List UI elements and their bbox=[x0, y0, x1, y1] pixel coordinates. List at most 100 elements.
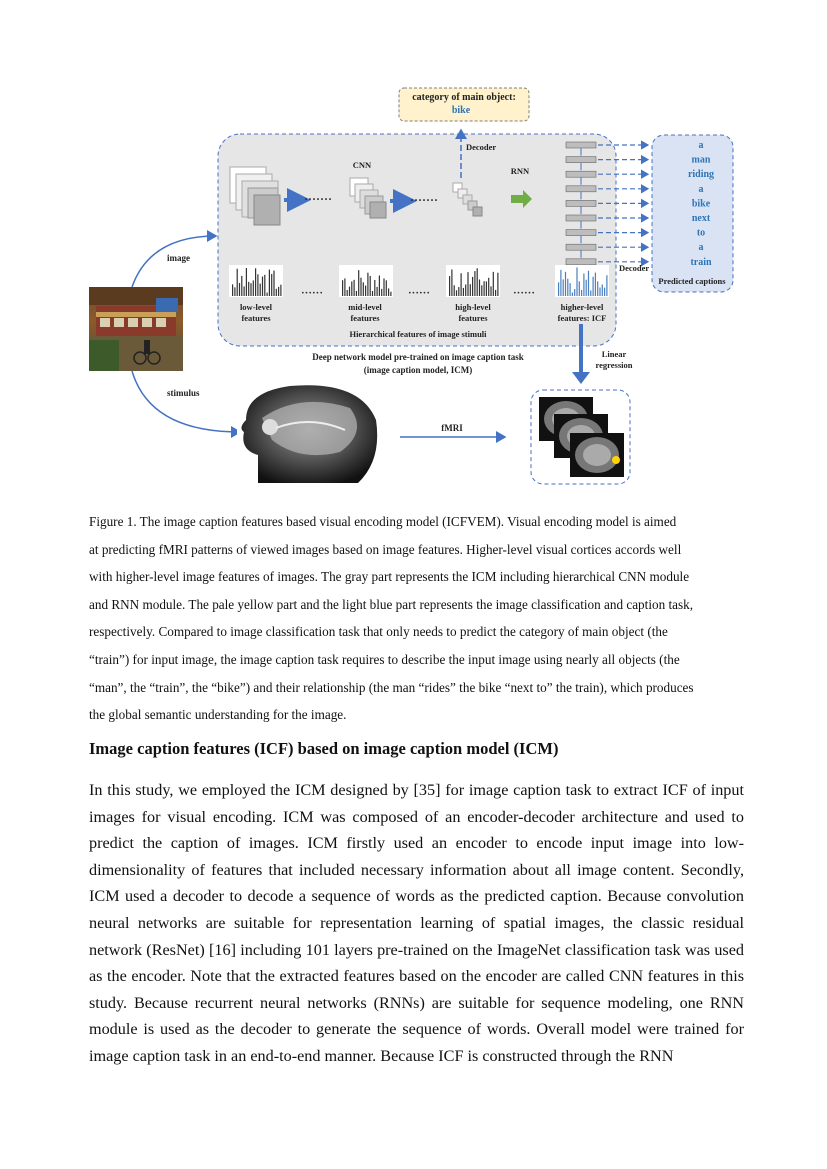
histogram-bar bbox=[594, 272, 596, 296]
histogram-bar bbox=[587, 270, 590, 296]
histogram-bar bbox=[252, 280, 254, 296]
histogram-bar bbox=[465, 284, 467, 296]
stimulus-label: stimulus bbox=[167, 388, 200, 398]
rnn-cell bbox=[565, 156, 597, 163]
histogram-bar bbox=[353, 279, 355, 296]
histogram-bar bbox=[378, 275, 380, 296]
histogram-bar bbox=[390, 291, 392, 296]
histogram-bar bbox=[385, 280, 387, 296]
histogram-bar bbox=[562, 279, 564, 296]
cnn-layer-large bbox=[229, 166, 281, 226]
histogram-bar bbox=[476, 268, 478, 296]
cnn-layer-mid bbox=[349, 177, 387, 219]
histogram-bar bbox=[483, 281, 485, 296]
histogram-bar bbox=[571, 292, 573, 296]
histogram-bar bbox=[376, 286, 378, 296]
caption-line: “train”) for input image, the image capt… bbox=[89, 651, 680, 667]
histogram-bar bbox=[369, 275, 371, 296]
caption-word: riding bbox=[688, 169, 714, 180]
histogram-bar bbox=[232, 284, 234, 296]
histogram-bar bbox=[365, 285, 367, 296]
histogram-bar bbox=[351, 281, 353, 296]
histogram-bar bbox=[371, 291, 374, 296]
caption-line: the global semantic understanding for th… bbox=[89, 707, 347, 723]
caption-line: “man”, the “train”, the “bike”) and thei… bbox=[89, 679, 694, 695]
histogram-bar bbox=[472, 276, 474, 296]
histogram-bar bbox=[495, 289, 497, 296]
histogram-bar bbox=[604, 287, 606, 296]
histogram-bar bbox=[574, 288, 576, 296]
histogram-bar bbox=[234, 287, 236, 296]
caption-line: and RNN module. The pale yellow part and… bbox=[89, 596, 694, 612]
rnn-cell bbox=[565, 141, 597, 149]
linear-regression-2: regression bbox=[596, 360, 633, 370]
histogram-bar bbox=[344, 278, 346, 296]
histogram-bar bbox=[367, 272, 369, 296]
histogram-bar bbox=[497, 272, 499, 296]
body-paragraph: In this study, we employed the ICM desig… bbox=[89, 781, 744, 1065]
figure-1-diagram: category of main object: bike Decoder CN… bbox=[89, 87, 734, 485]
section-heading: Image caption features (ICF) based on im… bbox=[89, 739, 559, 758]
hierarchical-title: Hierarchical features of image stimuli bbox=[349, 329, 487, 339]
caption-line: Figure 1. The image caption features bas… bbox=[89, 514, 677, 529]
histogram-bar bbox=[578, 281, 580, 296]
histogram-bar bbox=[488, 277, 490, 296]
histogram-bar bbox=[374, 280, 376, 296]
histogram-bar bbox=[576, 267, 578, 296]
histogram-bar bbox=[458, 287, 460, 296]
histogram-bar bbox=[567, 278, 569, 296]
histogram-bar bbox=[348, 286, 351, 296]
histogram-bar bbox=[355, 290, 357, 296]
histogram-bar bbox=[250, 283, 252, 296]
histogram-bar bbox=[273, 270, 275, 296]
caption-word: a bbox=[699, 184, 704, 195]
histogram-bar bbox=[481, 285, 483, 296]
category-title: category of main object: bbox=[412, 92, 516, 103]
svg-text:······: ······ bbox=[301, 287, 323, 299]
histogram-bar bbox=[601, 284, 603, 296]
feature-label-line1: high-level bbox=[455, 302, 491, 312]
histogram-bar bbox=[243, 286, 245, 296]
arrow-linear-regression bbox=[572, 372, 590, 384]
caption-line: respectively. Compared to image classifi… bbox=[89, 624, 668, 640]
histogram-bar bbox=[453, 285, 455, 296]
histogram-bar bbox=[564, 271, 567, 296]
histogram-bar bbox=[278, 286, 280, 296]
histogram-bar bbox=[238, 283, 241, 296]
histogram-bar bbox=[599, 287, 601, 296]
decoder-top-label: Decoder bbox=[466, 142, 496, 152]
histogram-bar bbox=[236, 268, 238, 296]
histogram-bar bbox=[558, 282, 560, 296]
feature-label-line2: features bbox=[458, 313, 488, 323]
histogram-bar bbox=[342, 280, 344, 296]
histogram-bar bbox=[569, 283, 571, 296]
feature-label-line2: features bbox=[350, 313, 380, 323]
histogram-bar bbox=[381, 288, 383, 296]
histogram-bar bbox=[474, 271, 476, 296]
feature-label-line1: mid-level bbox=[348, 302, 382, 312]
category-box bbox=[398, 87, 530, 122]
histogram-bar bbox=[362, 282, 364, 296]
fmri-slices bbox=[539, 397, 624, 477]
histogram-bar bbox=[358, 270, 360, 296]
histogram-bar bbox=[592, 276, 594, 296]
histogram-bar bbox=[469, 284, 471, 296]
rnn-label: RNN bbox=[511, 166, 530, 176]
caption-word: man bbox=[692, 155, 711, 166]
histogram-bar bbox=[467, 272, 469, 296]
rnn-cell bbox=[565, 170, 597, 178]
histogram-bar bbox=[266, 292, 268, 296]
histogram-bar bbox=[560, 269, 562, 296]
histogram-bar bbox=[606, 275, 608, 296]
histogram-bar bbox=[492, 271, 494, 296]
arrow-stimulus bbox=[131, 370, 242, 438]
histogram-bar bbox=[264, 274, 266, 296]
histogram-bar bbox=[585, 279, 587, 296]
caption-line: at predicting fMRI patterns of viewed im… bbox=[89, 541, 682, 557]
histogram-bar bbox=[583, 273, 585, 296]
head-brain-image bbox=[237, 385, 379, 483]
histogram-bar bbox=[590, 290, 592, 296]
histogram-bar bbox=[597, 281, 599, 296]
rnn-cell bbox=[565, 185, 597, 193]
rnn-cell bbox=[565, 243, 597, 251]
